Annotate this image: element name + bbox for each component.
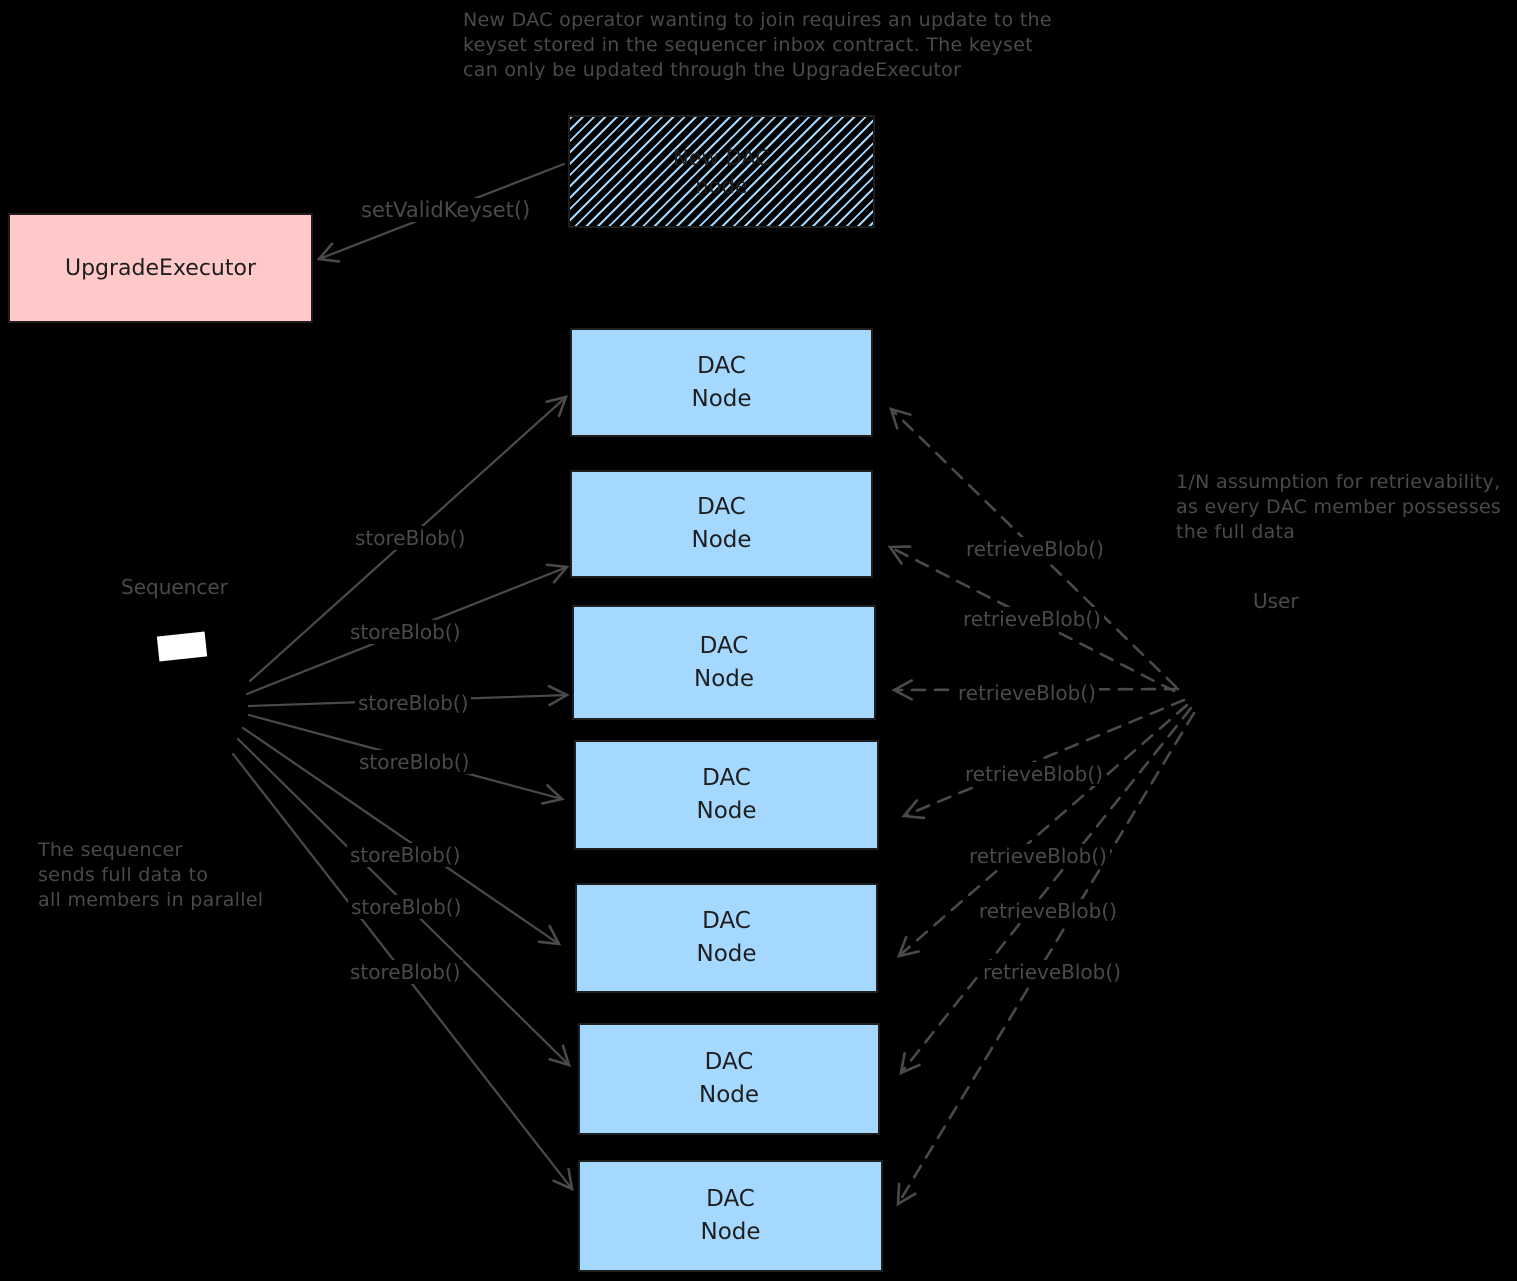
new-dac-node-label: New DAC node	[673, 145, 770, 198]
retrieve-blob-arrow-6	[899, 706, 1193, 1076]
store-blob-label-6: storeBlob()	[348, 895, 465, 919]
new-dac-node-box: New DAC node	[568, 115, 875, 228]
store-blob-label-1: storeBlob()	[352, 526, 469, 550]
upgrade-executor-label: UpgradeExecutor	[64, 255, 256, 281]
dac-node-label: DAC Node	[691, 352, 752, 412]
user-label: User	[1253, 589, 1299, 613]
dac-node-label: DAC Node	[698, 1049, 760, 1108]
retrieve-blob-label-6: retrieveBlob()	[976, 899, 1120, 923]
retrieve-blob-label-7: retrieveBlob()	[980, 960, 1124, 984]
dac-node-box-6: DAC Node	[578, 1023, 880, 1135]
dac-node-box-5: DAC Node	[575, 883, 878, 993]
store-blob-label-7: storeBlob()	[347, 960, 464, 984]
dac-node-label: DAC Node	[691, 494, 752, 553]
dac-node-box-7: DAC Node	[578, 1160, 883, 1272]
dac-node-label: DAC Node	[696, 908, 757, 967]
upgrade-executor-box: UpgradeExecutor	[8, 213, 313, 323]
keyset-note: New DAC operator wanting to join require…	[463, 9, 1052, 81]
store-blob-arrow-5	[241, 726, 562, 946]
store-blob-label-3: storeBlob()	[355, 691, 472, 715]
dac-node-box-1: DAC Node	[570, 328, 873, 437]
dac-node-box-3: DAC Node	[572, 605, 876, 720]
dac-node-label: DAC Node	[696, 765, 757, 824]
set-valid-keyset-label: setValidKeyset()	[358, 198, 534, 222]
retrieve-blob-label-3: retrieveBlob()	[955, 681, 1099, 705]
sequencer-shape	[156, 631, 208, 662]
dac-node-box-2: DAC Node	[570, 470, 873, 578]
retrieve-blob-arrow-5	[896, 703, 1189, 958]
retrieve-blob-label-1: retrieveBlob()	[963, 537, 1107, 561]
retrieve-blob-arrow-2	[887, 545, 1176, 693]
retrieve-blob-label-4: retrieveBlob()	[962, 762, 1106, 786]
dac-node-label: DAC Node	[700, 1186, 761, 1245]
store-blob-label-4: storeBlob()	[356, 750, 473, 774]
sequencer-note: The sequencer sends full data to all mem…	[38, 839, 264, 911]
sequencer-label: Sequencer	[121, 575, 228, 599]
retrievability-note: 1/N assumption for retrievability, as ev…	[1176, 471, 1502, 543]
dac-node-label: DAC Node	[693, 632, 755, 692]
retrieve-blob-label-5: retrieveBlob()	[966, 844, 1110, 868]
retrieve-blob-arrow-4	[901, 698, 1186, 820]
retrieve-blob-arrow-7	[896, 711, 1196, 1207]
retrieve-blob-label-2: retrieveBlob()	[960, 607, 1104, 631]
retrieve-blob-arrow-1	[889, 407, 1178, 689]
dac-node-box-4: DAC Node	[574, 740, 879, 850]
store-blob-label-2: storeBlob()	[347, 620, 464, 644]
store-blob-label-5: storeBlob()	[347, 843, 464, 867]
